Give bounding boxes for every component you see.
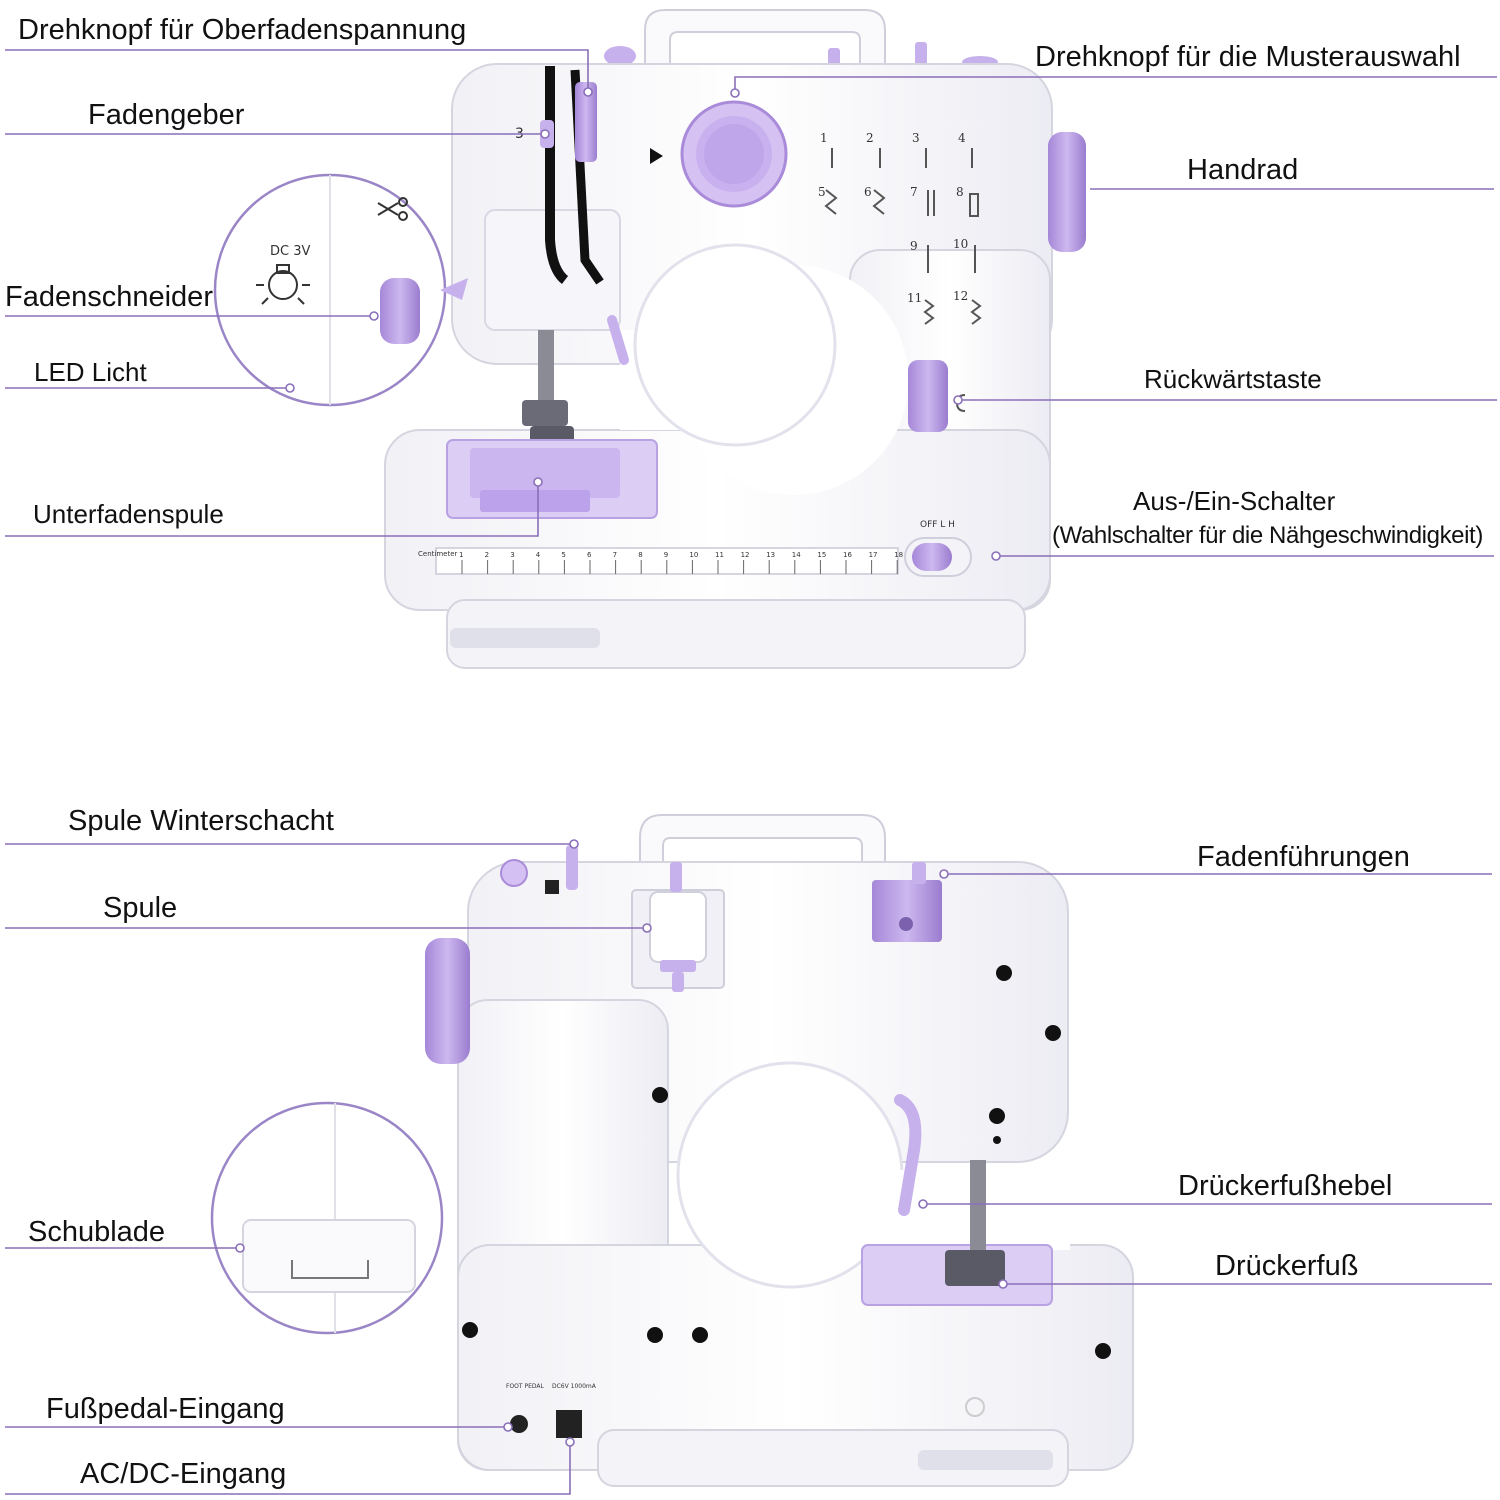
light-bulb-icon xyxy=(256,264,310,305)
label-thread-lever: Fadengeber xyxy=(88,99,245,131)
ruler-number: 10 xyxy=(689,551,698,559)
dc-label: DC 3V xyxy=(270,244,310,259)
ruler-number: 13 xyxy=(766,551,775,559)
bobbin-winder-pin xyxy=(566,845,578,890)
machine-rear-view: FOOT PEDAL DC6V 1000mA xyxy=(425,814,1134,1487)
label-foot-pedal-input: Fußpedal-Eingang xyxy=(46,1393,285,1425)
spool-thread xyxy=(649,891,707,963)
ruler-number: 15 xyxy=(817,551,826,559)
tension-dial xyxy=(575,82,597,162)
ruler-number: 5 xyxy=(561,551,565,559)
stitch-number: 7 xyxy=(910,185,918,199)
stitch-number: 11 xyxy=(907,291,922,305)
label-tension-dial: Drehknopf für Oberfadenspannung xyxy=(18,14,467,46)
ruler-number: 18 xyxy=(894,551,903,559)
thread-guide-block xyxy=(872,880,942,942)
stitch-number: 12 xyxy=(953,289,968,303)
ruler-number: 7 xyxy=(613,551,617,559)
ruler-number: 17 xyxy=(869,551,878,559)
thread-cutter-magnifier: DC 3V xyxy=(213,173,468,407)
stitch-number: 5 xyxy=(818,185,826,199)
label-handwheel: Handrad xyxy=(1187,154,1299,186)
label-drawer: Schublade xyxy=(28,1216,166,1248)
ruler-number: 16 xyxy=(843,551,852,559)
switch-text: OFF L H xyxy=(920,520,955,530)
thread-cutter-button xyxy=(380,278,420,344)
label-power-switch-sub: (Wahlschalter für die Nähgeschwindigkeit… xyxy=(1052,522,1483,549)
stitch-number: 1 xyxy=(820,131,828,145)
ruler-number: 6 xyxy=(587,551,592,559)
stitch-number: 2 xyxy=(866,131,874,145)
ruler-number: 3 xyxy=(510,551,514,559)
stitch-number: 8 xyxy=(956,185,964,199)
ruler-number: 11 xyxy=(715,551,724,559)
scissors-icon xyxy=(377,197,408,221)
ruler-number: 2 xyxy=(485,551,489,559)
label-thread-guides: Fadenführungen xyxy=(1197,841,1410,873)
acdc-port xyxy=(556,1410,582,1438)
label-bobbin-winder: Spule Winterschacht xyxy=(68,805,334,837)
presser-lever xyxy=(894,1094,922,1216)
label-reverse-button: Rückwärtstaste xyxy=(1144,364,1322,394)
ruler-number: 4 xyxy=(536,551,541,559)
foot-pedal-port xyxy=(510,1415,528,1433)
ruler-number: 1 xyxy=(459,551,463,559)
stitch-number: 4 xyxy=(958,131,966,145)
stitch-number: 6 xyxy=(864,185,872,199)
stitch-number: 10 xyxy=(953,237,968,251)
foot-pedal-port-text: FOOT PEDAL xyxy=(506,1383,544,1390)
stitch-pattern-grid xyxy=(824,148,982,325)
label-spool: Spule xyxy=(103,892,178,924)
ruler-number: 9 xyxy=(664,551,668,559)
label-presser-foot: Drückerfuß xyxy=(1215,1250,1359,1282)
label-acdc-input: AC/DC-Eingang xyxy=(80,1458,287,1490)
reverse-button xyxy=(908,360,948,432)
handwheel xyxy=(1048,132,1086,252)
stitch-number: 9 xyxy=(910,239,918,253)
stitch-number: 3 xyxy=(912,131,920,145)
label-led-light: LED Licht xyxy=(34,357,147,387)
dc-port-text: DC6V 1000mA xyxy=(552,1383,597,1390)
carry-handle xyxy=(644,9,886,71)
rear-handwheel xyxy=(425,938,470,1064)
ruler-number: 12 xyxy=(741,551,750,559)
ruler-number: 8 xyxy=(638,551,642,559)
ruler-number: 14 xyxy=(792,551,801,559)
label-power-switch: Aus-/Ein-Schalter xyxy=(1133,486,1336,516)
leader-lines xyxy=(5,49,1497,1495)
label-lower-bobbin: Unterfadenspule xyxy=(33,499,224,529)
label-presser-lever: Drückerfußhebel xyxy=(1178,1170,1393,1202)
label-thread-cutter: Fadenschneider xyxy=(5,281,213,313)
label-pattern-dial: Drehknopf für die Musterauswahl xyxy=(1035,41,1461,73)
ruler-text: Centimeter xyxy=(418,550,457,558)
drawer-magnifier xyxy=(210,1101,444,1335)
